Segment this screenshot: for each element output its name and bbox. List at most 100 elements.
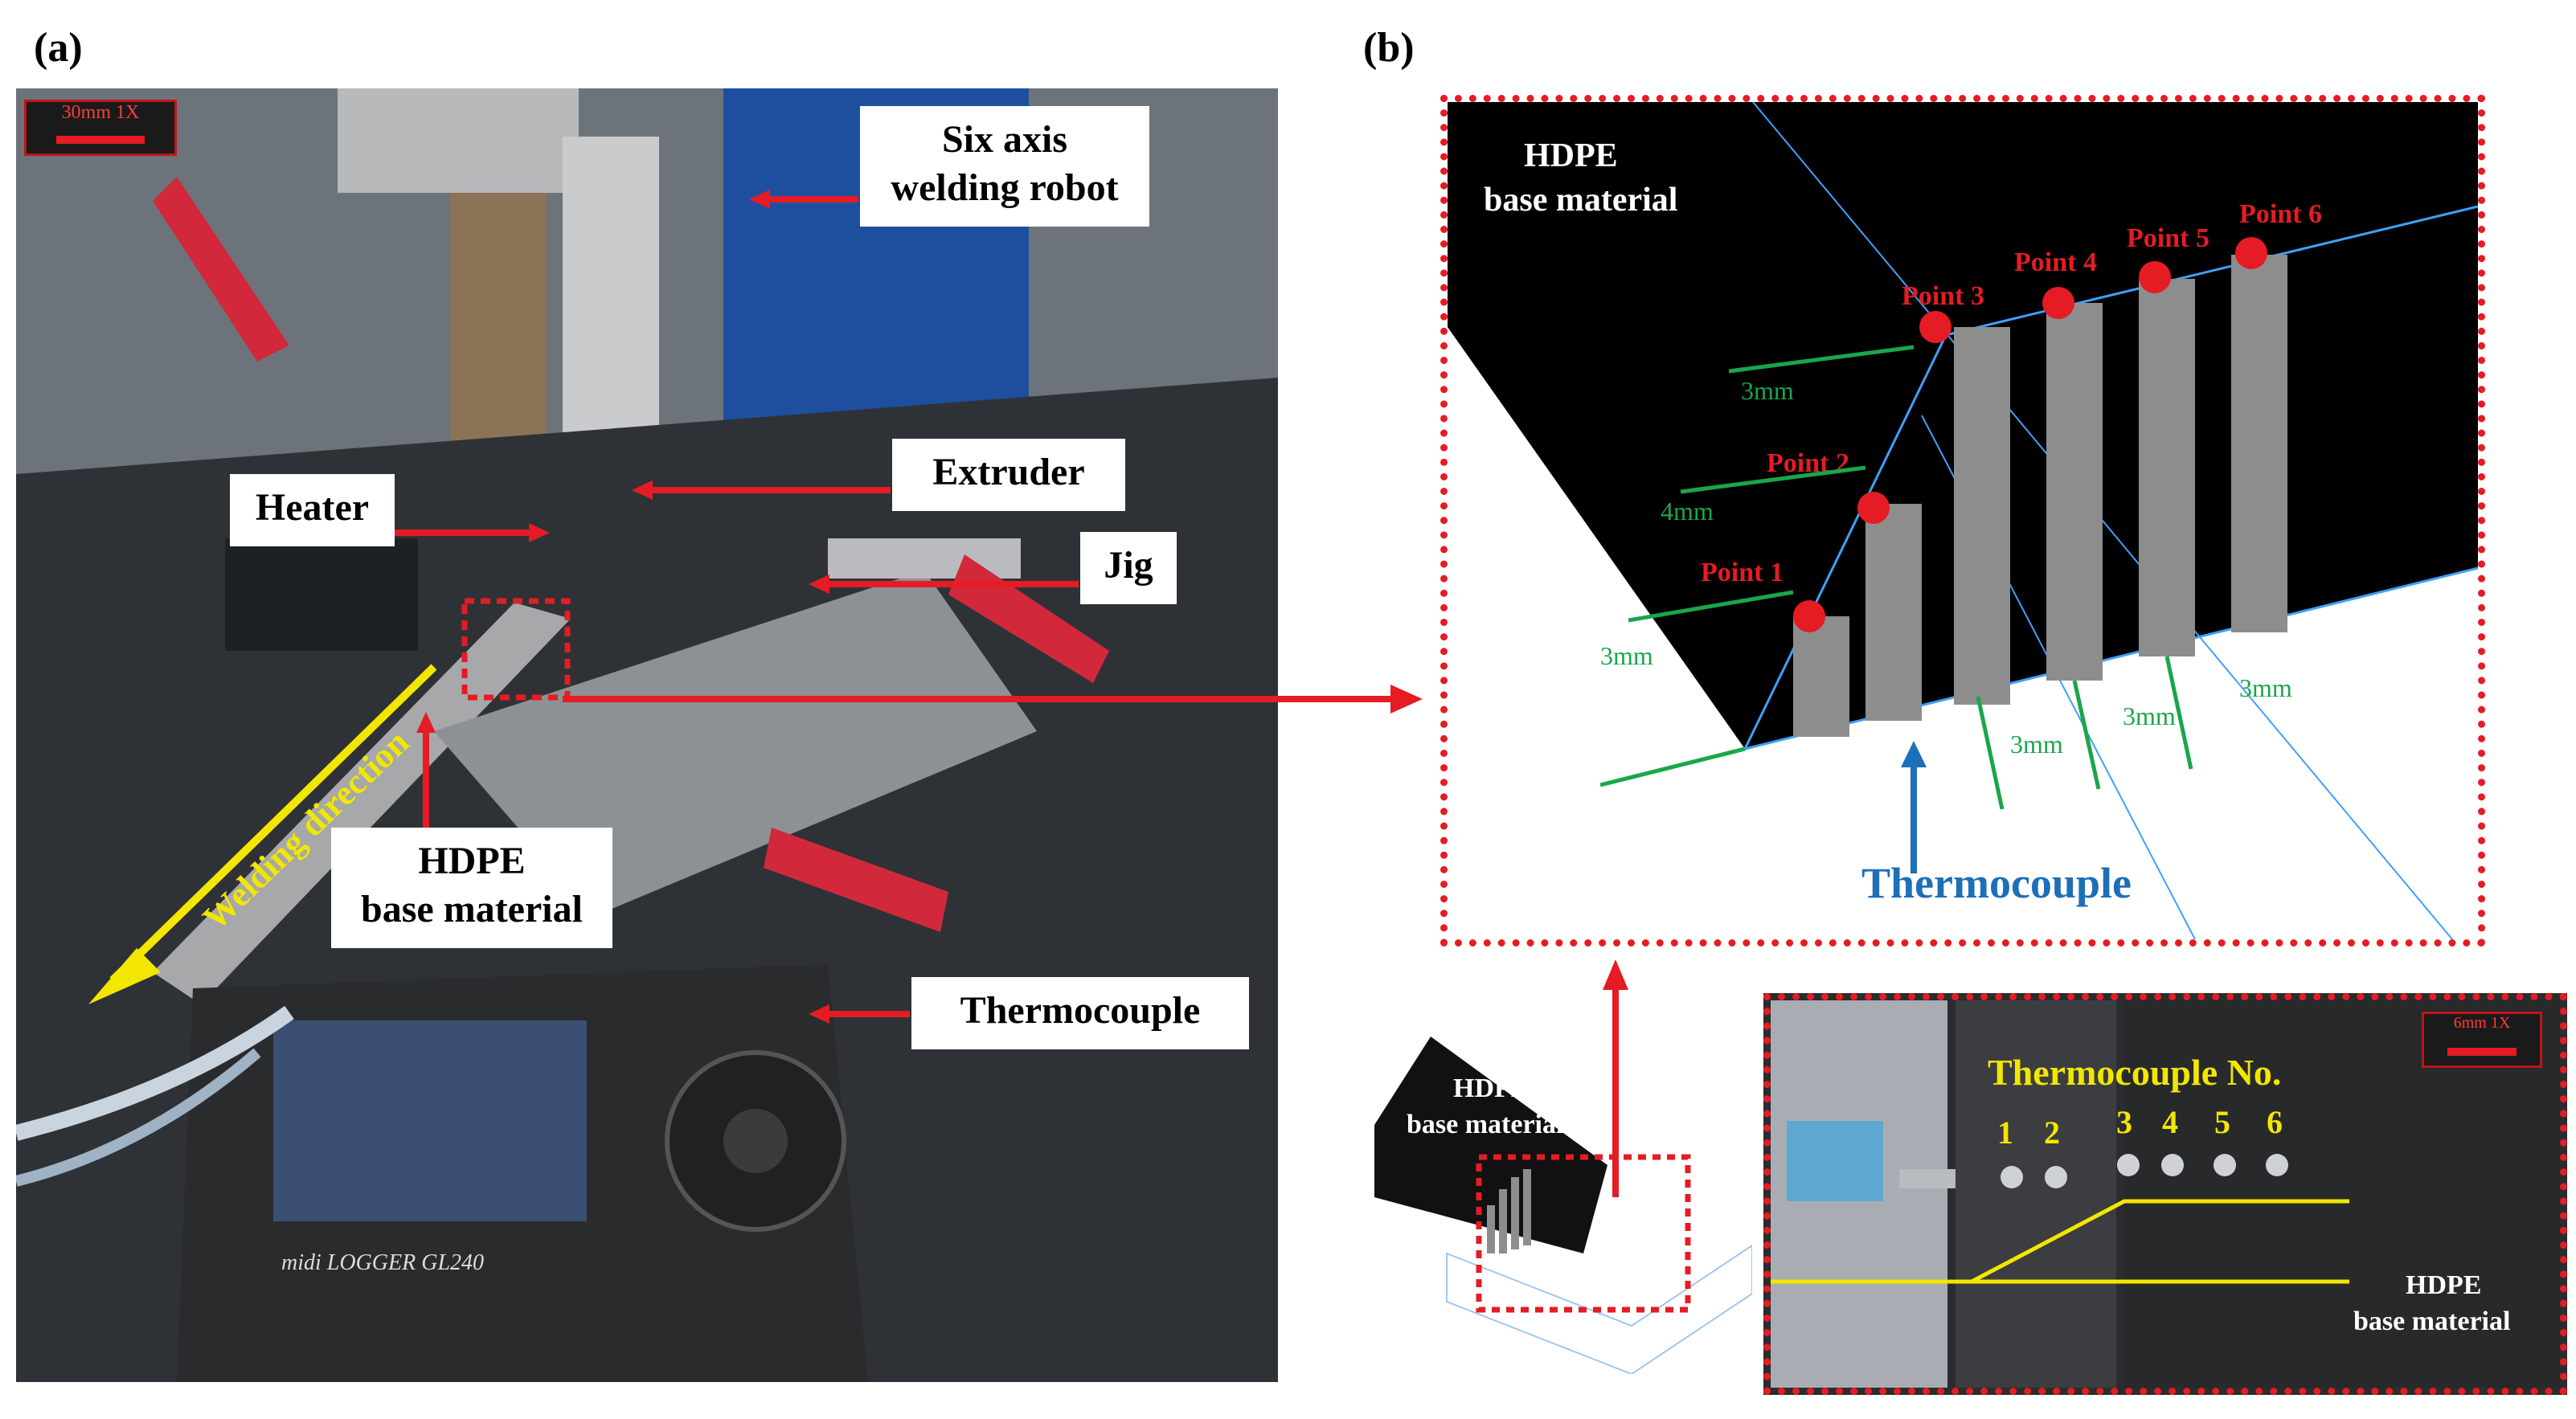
hdpe-label-line1: HDPE xyxy=(1524,137,1618,174)
block-rod-2 xyxy=(1499,1189,1507,1253)
block-rod-3 xyxy=(1511,1177,1519,1249)
dim-label-1: 3mm xyxy=(1741,376,1794,405)
callout-jig-text: Jig xyxy=(1104,544,1153,587)
clamp-base-left xyxy=(225,538,418,651)
inset-hole-2 xyxy=(2045,1166,2067,1188)
inset-hole-3 xyxy=(2117,1154,2140,1176)
point-1-label: Point 1 xyxy=(1701,558,1784,587)
dim-label-3: 3mm xyxy=(1600,641,1653,670)
point-6-marker xyxy=(2235,237,2267,269)
callout-extruder: Extruder xyxy=(892,439,1125,511)
callout-jig: Jig xyxy=(1080,532,1177,604)
dim-line-3mm-c xyxy=(1976,696,2005,810)
block-top-dark xyxy=(1374,1037,1607,1253)
block-rod-4 xyxy=(1523,1169,1531,1245)
ruler xyxy=(153,603,571,1004)
thermocouple-rod-3 xyxy=(1954,327,2010,705)
robot-mount xyxy=(338,88,579,193)
heater-arrowhead xyxy=(529,523,550,542)
callout-robot-line2: welding robot xyxy=(891,166,1119,209)
dim-line-3mm-e xyxy=(2164,656,2193,770)
experimental-setup-photo: midi LOGGER GL240 Welding direction 30mm… xyxy=(16,88,1278,1382)
thermocouple-rod-2 xyxy=(1865,504,1922,721)
logger-brand-text: midi LOGGER GL240 xyxy=(281,1250,484,1275)
data-logger-screen xyxy=(273,1020,587,1221)
callout-hdpe-line2: base material xyxy=(361,888,583,930)
inset-blue-tape xyxy=(1787,1121,1883,1201)
thermocouple-rod-4 xyxy=(2046,303,2103,681)
callout-heater: Heater xyxy=(230,474,395,546)
scale-bar-30mm: 30mm 1X xyxy=(24,100,177,156)
welding-direction-arrow xyxy=(109,664,437,983)
block-label-line1: HDPE xyxy=(1453,1073,1529,1103)
hdpe-arrowhead xyxy=(416,712,436,733)
inset-number-4: 4 xyxy=(2162,1104,2178,1140)
inset-illustration: Thermocouple No. 1 2 3 4 5 6 HDPE base m… xyxy=(1771,1000,2560,1388)
hdpe-block-svg: HDPE base material xyxy=(1374,1037,1753,1376)
callout-thermocouple-text: Thermocouple xyxy=(960,989,1201,1032)
hdpe-label-line2: base material xyxy=(1484,182,1677,219)
dim-label-5: 3mm xyxy=(2123,701,2176,730)
data-logger-enter-key xyxy=(723,1109,788,1173)
dim-line-3mm-b xyxy=(1628,590,1794,623)
inset-hole-1 xyxy=(2001,1166,2023,1188)
block-label-line2: base material xyxy=(1407,1110,1563,1139)
point-3-marker xyxy=(1919,311,1951,343)
callout-hdpe-line1: HDPE xyxy=(418,840,526,882)
inset-hole-6 xyxy=(2266,1154,2288,1176)
dim-label-6: 3mm xyxy=(2239,673,2292,702)
inset-number-6: 6 xyxy=(2267,1104,2283,1140)
dim-line-4mm xyxy=(1680,465,1866,494)
jig-arrowhead xyxy=(809,575,829,594)
callout-heater-text: Heater xyxy=(255,486,370,529)
inset-scale-bar: 6mm 1X xyxy=(2422,1012,2542,1068)
heater-barrel xyxy=(450,193,547,458)
inset-hdpe-line1: HDPE xyxy=(2406,1270,2481,1300)
panel-b-label: (b) xyxy=(1363,25,1415,71)
groove-top-line xyxy=(1945,205,2478,337)
thermocouple-wires xyxy=(16,1005,294,1141)
thermocouple-rod-6 xyxy=(2231,255,2287,632)
thermocouple-inset-photo: Thermocouple No. 1 2 3 4 5 6 HDPE base m… xyxy=(1763,993,2567,1395)
block-to-zoom-arrow xyxy=(1603,959,1628,1197)
point-4-marker xyxy=(2042,287,2074,319)
thermocouple-pointer-head xyxy=(1901,741,1927,767)
scale-bar-text: 30mm 1X xyxy=(61,102,140,123)
inset-scale-text: 6mm 1X xyxy=(2453,1014,2511,1032)
dim-label-4: 3mm xyxy=(2010,730,2063,759)
inset-hole-5 xyxy=(2214,1154,2236,1176)
thermocouple-arrowhead xyxy=(809,1004,829,1024)
inset-hdpe-line2: base material xyxy=(2353,1307,2510,1336)
groove-edge-line xyxy=(1743,334,1947,750)
jig-clamp-right xyxy=(828,538,1021,579)
inset-number-2: 2 xyxy=(2044,1114,2060,1151)
callout-hdpe-base: HDPE base material xyxy=(331,828,612,948)
inset-hole-4 xyxy=(2161,1154,2184,1176)
jig-handle-left xyxy=(153,177,289,362)
block-rod-1 xyxy=(1487,1205,1495,1253)
dim-line-base xyxy=(1599,746,1746,787)
point-5-label: Point 5 xyxy=(2127,223,2209,253)
setup-illustration: midi LOGGER GL240 Welding direction xyxy=(16,88,1278,1382)
point-3-label: Point 3 xyxy=(1902,281,1984,311)
inset-plate-left xyxy=(1956,1000,2116,1388)
point-5-marker xyxy=(2139,261,2171,293)
inset-number-3: 3 xyxy=(2116,1104,2132,1140)
point-1-marker xyxy=(1793,600,1825,632)
inset-outline-line xyxy=(1771,1199,2349,1284)
extruder-arrowhead xyxy=(632,480,653,500)
point-6-label: Point 6 xyxy=(2239,199,2322,229)
thermocouple-rod-5 xyxy=(2139,279,2195,656)
callout-welding-robot: Six axis welding robot xyxy=(860,106,1149,227)
panel-connector-arrow xyxy=(563,685,1423,714)
callout-robot-line1: Six axis xyxy=(941,118,1068,161)
callout-thermocouple: Thermocouple xyxy=(911,977,1249,1049)
jig-handle-bottom xyxy=(764,828,948,932)
thermocouple-wires-2 xyxy=(16,1048,261,1187)
scale-bar-line xyxy=(55,136,145,144)
dim-line-3mm-d xyxy=(2072,680,2101,790)
dim-line-3mm-a xyxy=(1728,345,1915,374)
thermocouple-label-b: Thermocouple xyxy=(1861,859,2132,907)
welding-direction-arrowhead xyxy=(88,948,161,1004)
dim-label-2: 4mm xyxy=(1661,497,1714,525)
